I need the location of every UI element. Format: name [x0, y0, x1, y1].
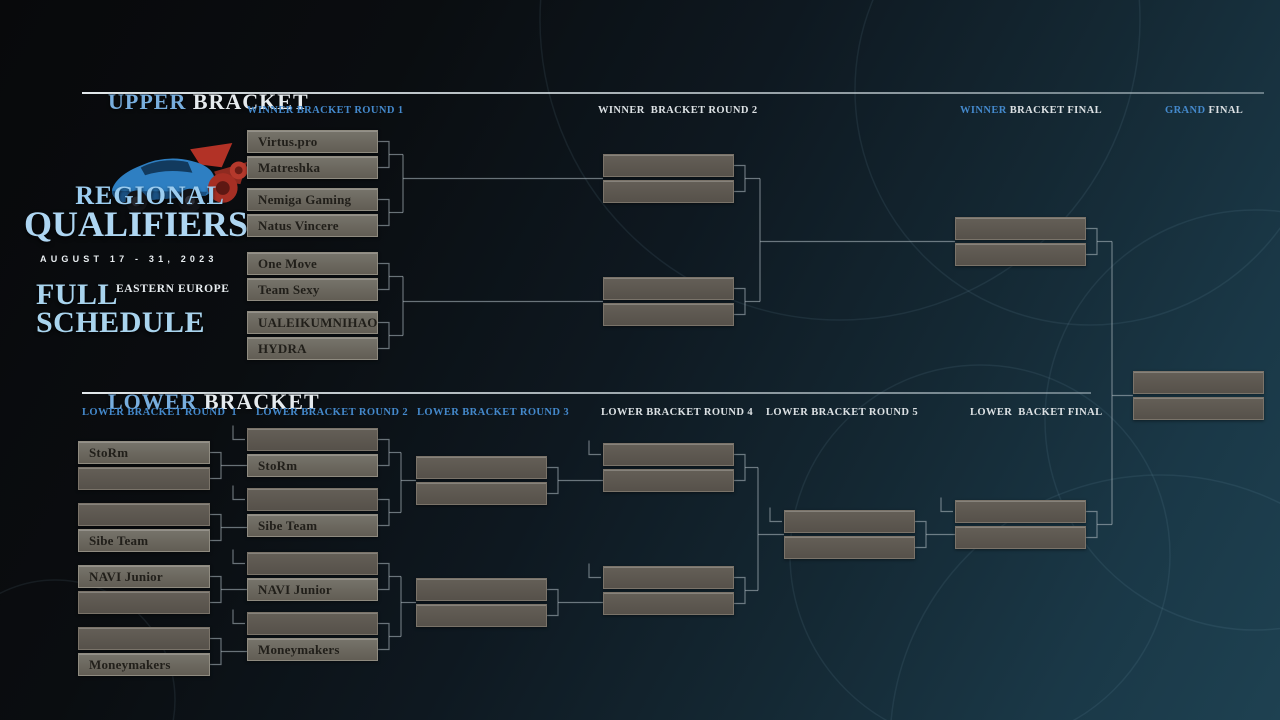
team-slot-lower-round2-m1-top — [247, 428, 378, 451]
team-slot-upper-round1-m2-bottom: Natus Vincere — [247, 214, 378, 237]
team-slot-lower-round2-m2-bottom: Sibe Team — [247, 514, 378, 537]
team-slot-lower-round3-m1-top — [416, 456, 547, 479]
team-slot-lower-round1-m1-top: StoRm — [78, 441, 210, 464]
header-lower-bracket-round-1: LOWER BRACKET ROUND 1 — [82, 407, 238, 418]
team-slot-upper-round1-m4-top: UALEIKUMNIHAO — [247, 311, 378, 334]
team-slot-lower-round4-m1-top — [603, 443, 734, 466]
lower-bracket-title-highlight: LOWER — [108, 389, 198, 414]
upper-bracket-divider — [82, 92, 1264, 94]
team-slot-lower-round1-m3-bottom — [78, 591, 210, 614]
team-slot-upper-round1-m3-bottom: Team Sexy — [247, 278, 378, 301]
team-slot-lower-round1-m3-top: NAVI Junior — [78, 565, 210, 588]
team-slot-upper-round1-m3-top: One Move — [247, 252, 378, 275]
team-slot-lower-round2-m4-top — [247, 612, 378, 635]
team-slot-lower-round4-m2-top — [603, 566, 734, 589]
team-slot-lower-round4-m1-bottom — [603, 469, 734, 492]
header-lower-bracket-round-4: LOWER BRACKET ROUND 4 — [601, 407, 754, 418]
logo-title-regional: REGIONAL — [75, 181, 225, 210]
team-slot-lower-round2-m4-bottom: Moneymakers — [247, 638, 378, 661]
header-lower-bracket-round-3: LOWER BRACKET ROUND 3 — [417, 407, 570, 418]
team-slot-lower-round3-m2-top — [416, 578, 547, 601]
team-slot-lower-round1-m4-bottom: Moneymakers — [78, 653, 210, 676]
team-slot-lower-round1-m1-bottom — [78, 467, 210, 490]
team-slot-grand-final-m1-bottom — [1133, 397, 1264, 420]
team-slot-lower-final-m1-bottom — [955, 526, 1086, 549]
header-winner-bracket-round-2: WINNER BRACKET ROUND 2 — [598, 105, 758, 116]
team-slot-lower-round2-m3-top — [247, 552, 378, 575]
team-slot-upper-final-m1-top — [955, 217, 1086, 240]
team-slot-upper-round2-m2-top — [603, 277, 734, 300]
logo-schedule-label: SCHEDULE — [36, 306, 206, 339]
header-lower-bracket-round-5: LOWER BRACKET ROUND 5 — [766, 407, 919, 418]
car-icon — [112, 143, 248, 213]
logo-region-label: EASTERN EUROPE — [116, 283, 230, 295]
team-slot-lower-round1-m2-bottom: Sibe Team — [78, 529, 210, 552]
team-slot-lower-round4-m2-bottom — [603, 592, 734, 615]
header-lower-bracket-round-2: LOWER BRACKET ROUND 2 — [256, 407, 409, 418]
team-slot-grand-final-m1-top — [1133, 371, 1264, 394]
header-grand-final: GRAND FINAL — [1165, 105, 1244, 116]
header-winner-bracket-final: WINNER BRACKET FINAL — [960, 105, 1102, 116]
header-winner-bracket-round-1: WINNER BRACKET ROUND 1 — [247, 105, 404, 116]
team-slot-lower-round5-m1-bottom — [784, 536, 915, 559]
team-slot-lower-round3-m2-bottom — [416, 604, 547, 627]
team-slot-lower-round2-m3-bottom: NAVI Junior — [247, 578, 378, 601]
upper-bracket-title-rest: BRACKET — [186, 89, 309, 114]
upper-bracket-title-highlight: UPPER — [108, 89, 187, 114]
team-slot-lower-round5-m1-top — [784, 510, 915, 533]
logo-title-qualifiers: QUALIFIERS — [24, 204, 249, 244]
team-slot-lower-round3-m1-bottom — [416, 482, 547, 505]
team-slot-upper-round1-m1-bottom: Matreshka — [247, 156, 378, 179]
team-slot-upper-final-m1-bottom — [955, 243, 1086, 266]
header-lower-bracket-final: LOWER BACKET FINAL — [970, 407, 1103, 418]
lower-bracket-divider — [82, 392, 1091, 394]
upper-bracket-title: UPPER BRACKET — [82, 63, 309, 141]
team-slot-lower-round2-m2-top — [247, 488, 378, 511]
team-slot-upper-round2-m1-bottom — [603, 180, 734, 203]
team-slot-lower-round1-m2-top — [78, 503, 210, 526]
logo-full-label: FULL — [36, 278, 119, 311]
team-slot-lower-round1-m4-top — [78, 627, 210, 650]
team-slot-upper-round2-m2-bottom — [603, 303, 734, 326]
team-slot-upper-round1-m2-top: Nemiga Gaming — [247, 188, 378, 211]
logo-dates: AUGUST 17 - 31, 2023 — [40, 254, 218, 264]
team-slot-upper-round2-m1-top — [603, 154, 734, 177]
team-slot-upper-round1-m1-top: Virtus.pro — [247, 130, 378, 153]
team-slot-lower-round2-m1-bottom: StoRm — [247, 454, 378, 477]
lower-bracket-title: LOWER BRACKET — [82, 363, 320, 441]
team-slot-upper-round1-m4-bottom: HYDRA — [247, 337, 378, 360]
team-slot-lower-final-m1-top — [955, 500, 1086, 523]
lower-bracket-title-rest: BRACKET — [197, 389, 320, 414]
